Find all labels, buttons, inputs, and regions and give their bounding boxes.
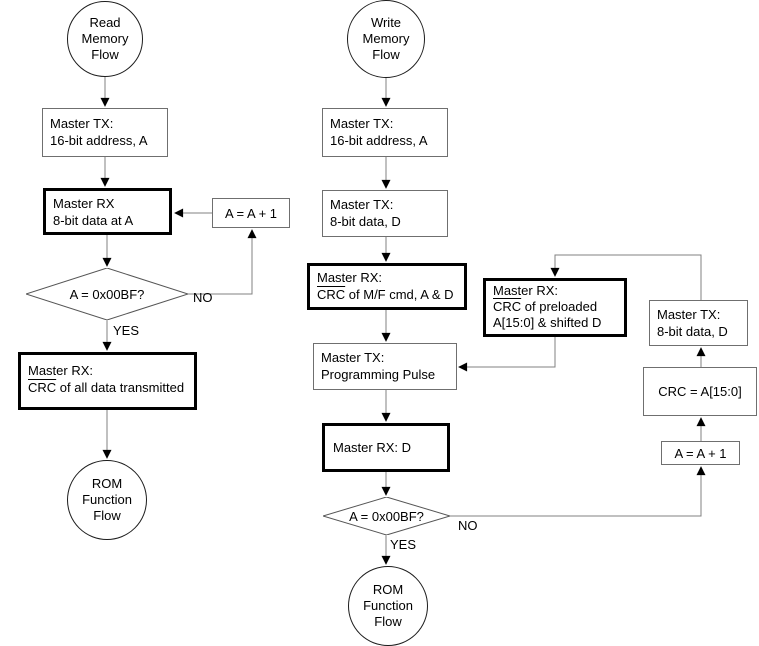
box-label-line: Master RX xyxy=(53,196,115,211)
terminator-label-line: ROM xyxy=(91,476,123,491)
read-master-tx-address-box: Master TX: 16-bit address, A xyxy=(42,108,168,157)
box-label-line: Programming Pulse xyxy=(321,367,436,382)
write-master-tx-pulse-box: Master TX: Programming Pulse xyxy=(313,343,457,390)
terminator-label-line: Flow xyxy=(91,47,119,62)
terminator-label-line: Memory xyxy=(81,31,129,46)
terminator-label-line: Write xyxy=(370,15,402,30)
crc-overline-text: CRC xyxy=(493,299,522,314)
terminator-label-line: Memory xyxy=(362,31,410,46)
box-label-line: Master TX: xyxy=(50,116,114,131)
crc-overline-text: CRC xyxy=(28,380,57,395)
terminator-label-line: Function xyxy=(363,598,413,613)
box-label-line: Master TX: xyxy=(330,116,394,131)
box-label-line: Master TX: xyxy=(321,350,385,365)
box-label-line: Master TX: xyxy=(330,197,394,212)
read-no-branch-label: NO xyxy=(193,290,213,305)
box-label-line: CRC of preloaded xyxy=(493,299,622,315)
write-increment-box: A = A + 1 xyxy=(661,441,740,465)
terminator-label-line: Flow xyxy=(93,508,121,523)
box-label-line: Master RX: xyxy=(28,363,94,378)
decision-label: A = 0x00BF? xyxy=(69,286,145,302)
box-label-line: A = A + 1 xyxy=(224,205,278,221)
read-address-decision-diamond: A = 0x00BF? xyxy=(26,268,188,320)
write-yes-branch-label: YES xyxy=(390,537,417,552)
read-master-rx-crc-box: Master RX: CRC of all data transmitted xyxy=(18,352,197,410)
box-label-line: 16-bit address, A xyxy=(330,133,428,148)
decision-label: A = 0x00BF? xyxy=(349,508,424,524)
box-label-text: of preloaded xyxy=(521,299,598,314)
box-label-line: A = A + 1 xyxy=(674,445,727,461)
box-label-line: 8-bit data, D xyxy=(330,214,401,229)
box-label-line: 8-bit data, D xyxy=(657,324,728,339)
read-flow-end-terminator: ROM Function Flow xyxy=(67,460,147,540)
box-label-line: 16-bit address, A xyxy=(50,133,148,148)
box-label-line: Master TX: xyxy=(657,307,721,322)
box-label-line: CRC = A[15:0] xyxy=(658,384,742,399)
read-flow-start-terminator: Read Memory Flow xyxy=(67,1,143,77)
write-master-rx-d-box: Master RX: D xyxy=(322,423,450,472)
box-label-text: of all data transmitted xyxy=(56,380,185,395)
box-label-line: Master RX: D xyxy=(333,440,412,455)
write-no-branch-label: NO xyxy=(458,518,478,533)
box-label-line: 8-bit data at A xyxy=(53,213,134,228)
box-label-line: Master RX: xyxy=(317,270,383,285)
write-master-tx-address-box: Master TX: 16-bit address, A xyxy=(322,108,448,157)
write-master-rx-crc-preloaded-box: Master RX: CRC of preloaded A[15:0] & sh… xyxy=(483,278,627,337)
terminator-label-line: ROM xyxy=(372,582,404,597)
write-master-tx-data-box: Master TX: 8-bit data, D xyxy=(322,190,448,237)
terminator-label-line: Flow xyxy=(372,47,400,62)
box-label-line: A[15:0] & shifted D xyxy=(493,315,602,330)
write-address-decision-diamond: A = 0x00BF? xyxy=(323,497,450,535)
box-label-line: Master RX: xyxy=(493,283,559,298)
crc-overline-text: CRC xyxy=(317,287,346,302)
read-yes-branch-label: YES xyxy=(113,323,140,338)
terminator-label-line: Flow xyxy=(374,614,402,629)
write-master-rx-crc-cmd-box: Master RX: CRC of M/F cmd, A & D xyxy=(307,263,467,310)
box-label-line: CRC of all data transmitted xyxy=(28,379,192,396)
terminator-label-line: Read xyxy=(89,15,121,30)
write-flow-end-terminator: ROM Function Flow xyxy=(348,566,428,646)
write-master-tx-data-right-box: Master TX: 8-bit data, D xyxy=(649,300,748,346)
box-label-text: of M/F cmd, A & D xyxy=(345,287,454,302)
read-master-rx-data-box: Master RX 8-bit data at A xyxy=(43,188,172,235)
box-label-line: CRC of M/F cmd, A & D xyxy=(317,286,462,303)
read-increment-box: A = A + 1 xyxy=(212,198,290,228)
terminator-label-line: Function xyxy=(82,492,132,507)
write-flow-start-terminator: Write Memory Flow xyxy=(347,0,425,78)
write-crc-assign-box: CRC = A[15:0] xyxy=(643,367,757,416)
